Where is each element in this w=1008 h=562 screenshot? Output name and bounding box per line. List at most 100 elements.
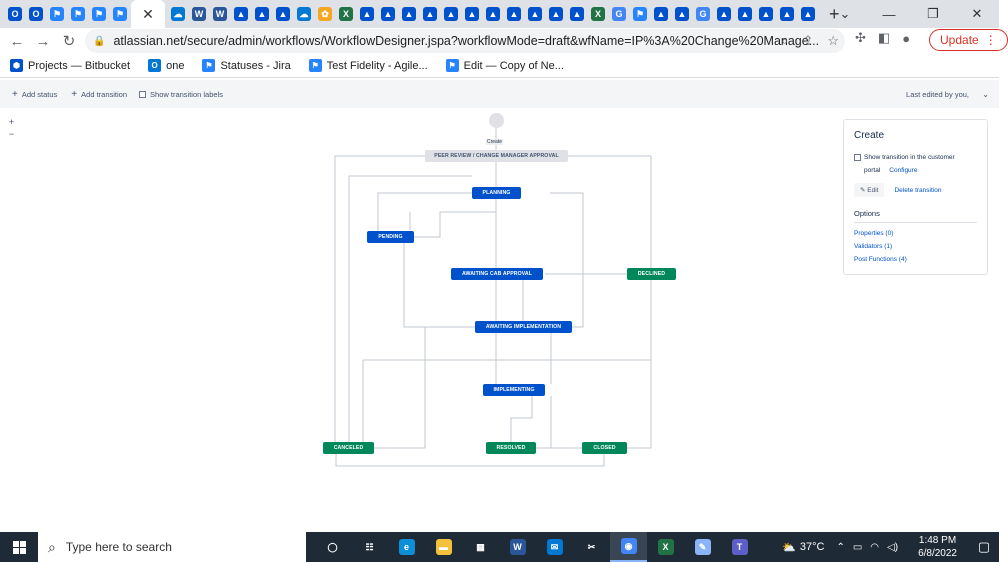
chrome-taskbar-icon[interactable]: ◉ [610, 532, 647, 562]
tab-search-icon[interactable]: ⌄ [839, 6, 851, 21]
tab-jira-icon[interactable]: ⚑ [47, 3, 67, 25]
tab-atlassian-icon[interactable]: ▲ [420, 3, 440, 25]
tab-jira-icon[interactable]: ⚑ [89, 3, 109, 25]
tab-jira-icon[interactable]: ⚑ [630, 3, 650, 25]
share-icon[interactable]: ⇪ [802, 33, 814, 48]
edge-taskbar-icon[interactable]: e [388, 532, 425, 562]
customer-portal-option[interactable]: Show transition in the customer [854, 151, 977, 164]
tab-atlassian-icon[interactable]: ▲ [756, 3, 776, 25]
delete-transition-link[interactable]: Delete transition [894, 186, 942, 194]
bookmark-star-icon[interactable]: ☆ [827, 33, 839, 48]
minimize-button[interactable]: — [882, 6, 896, 22]
status-closed[interactable]: CLOSED [582, 442, 627, 454]
tab-atlassian-icon[interactable]: ▲ [651, 3, 671, 25]
active-tab[interactable]: ✕ [131, 0, 165, 28]
widgets-taskbar-icon[interactable]: ☷ [365, 541, 374, 552]
checkbox[interactable] [854, 154, 861, 161]
close-tab-icon[interactable]: ✕ [142, 5, 154, 22]
tab-onedrive-icon[interactable]: ☁ [294, 3, 314, 25]
volume-icon[interactable]: ◁) [887, 541, 899, 553]
tray-chevron-icon[interactable]: ⌃ [836, 541, 845, 553]
status-awaiting-cab-approval[interactable]: AWAITING CAB APPROVAL [451, 268, 543, 280]
status-implementing[interactable]: IMPLEMENTING [483, 384, 545, 396]
tab-jira-icon[interactable]: ⚑ [110, 3, 130, 25]
back-arrow-icon[interactable]: ← [9, 32, 25, 50]
profile-icon[interactable]: ● [902, 30, 911, 46]
tab-atlassian-icon[interactable]: ▲ [273, 3, 293, 25]
tab-atlassian-icon[interactable]: ▲ [798, 3, 818, 25]
tab-circle-icon[interactable]: O [26, 3, 46, 25]
tab-onedrive-icon[interactable]: ☁ [168, 3, 188, 25]
snipping-taskbar-icon[interactable]: ✂ [587, 541, 596, 552]
tab-excel-icon[interactable]: X [336, 3, 356, 25]
tab-plugin-icon[interactable]: ✿ [315, 3, 335, 25]
taskbar-search[interactable]: ⌕ Type here to search [38, 532, 306, 562]
close-window-button[interactable]: ✕ [971, 6, 983, 21]
bookmark-item[interactable]: ⬢Projects — Bitbucket [10, 59, 130, 72]
checkbox[interactable] [139, 90, 147, 98]
tab-excel-icon[interactable]: X [588, 3, 608, 25]
mail-taskbar-icon[interactable]: ✉ [536, 532, 573, 562]
zoom-in-button[interactable]: + [8, 117, 15, 127]
tab-atlassian-icon[interactable]: ▲ [714, 3, 734, 25]
start-node[interactable] [489, 113, 504, 128]
status-peer-review[interactable]: PEER REVIEW / CHANGE MANAGER APPROVAL [425, 150, 568, 162]
tab-atlassian-icon[interactable]: ▲ [735, 3, 755, 25]
status-pending[interactable]: PENDING [367, 231, 414, 243]
status-awaiting-implementation[interactable]: AWAITING IMPLEMENTATION [475, 321, 572, 333]
clock[interactable]: 1:48 PM 6/8/2022 [918, 534, 957, 560]
extensions-icon[interactable]: ✣ [855, 30, 866, 45]
restore-button[interactable]: ❐ [927, 6, 939, 21]
battery-icon[interactable]: ▭ [852, 541, 863, 553]
reload-icon[interactable]: ↻ [62, 33, 76, 50]
tab-atlassian-icon[interactable]: ▲ [672, 3, 692, 25]
zoom-out-button[interactable]: − [8, 129, 15, 139]
show-transition-labels-toggle[interactable]: Show transition labels [139, 90, 223, 99]
url-text[interactable]: atlassian.net/secure/admin/workflows/Wor… [113, 34, 820, 48]
tab-atlassian-icon[interactable]: ▲ [378, 3, 398, 25]
bookmark-item[interactable]: ⚑Statuses - Jira [202, 59, 291, 72]
tab-word-icon[interactable]: W [210, 3, 230, 25]
task-view-taskbar-icon[interactable]: ◯ [327, 541, 338, 552]
edit-button[interactable]: ✎ Edit [854, 183, 885, 197]
collapse-chevron-icon[interactable]: ⌄ [982, 89, 989, 99]
update-button[interactable]: Update ⋮ [929, 29, 1008, 51]
store-taskbar-icon[interactable]: ▦ [476, 541, 485, 552]
add-transition-button[interactable]: + Add transition [71, 89, 127, 100]
tab-atlassian-icon[interactable]: ▲ [546, 3, 566, 25]
side-panel-icon[interactable]: ◧ [877, 30, 891, 45]
tab-atlassian-icon[interactable]: ▲ [231, 3, 251, 25]
tab-atlassian-icon[interactable]: ▲ [441, 3, 461, 25]
zoom-search-icon[interactable]: ⌕ [781, 33, 789, 48]
tab-google-icon[interactable]: G [693, 3, 713, 25]
wifi-icon[interactable]: ◠ [870, 541, 880, 553]
post-functions-link[interactable]: Post Functions (4) [854, 256, 907, 263]
excel-taskbar-icon[interactable]: X [647, 532, 684, 562]
notifications-icon[interactable]: ▢ [977, 539, 991, 554]
status-planning[interactable]: PLANNING [472, 187, 521, 199]
teams-taskbar-icon[interactable]: T [721, 532, 758, 562]
properties-link[interactable]: Properties (0) [854, 230, 894, 237]
start-button[interactable] [0, 532, 38, 562]
file-explorer-taskbar-icon[interactable]: ▬ [425, 532, 462, 562]
add-status-button[interactable]: + Add status [12, 89, 57, 100]
tab-word-icon[interactable]: W [189, 3, 209, 25]
tab-atlassian-icon[interactable]: ▲ [462, 3, 482, 25]
weather-widget[interactable]: ⛅37°C [782, 541, 824, 554]
tab-atlassian-icon[interactable]: ▲ [357, 3, 377, 25]
validators-link[interactable]: Validators (1) [854, 243, 893, 250]
tab-google-icon[interactable]: G [609, 3, 629, 25]
tab-atlassian-icon[interactable]: ▲ [399, 3, 419, 25]
create-transition-label[interactable]: Create [486, 139, 504, 145]
bookmark-item[interactable]: ⚑Test Fidelity - Agile... [308, 59, 428, 72]
workflow-canvas[interactable] [0, 108, 999, 530]
tab-atlassian-icon[interactable]: ▲ [525, 3, 545, 25]
word-taskbar-icon[interactable]: W [499, 532, 536, 562]
lock-icon[interactable]: 🔒 [93, 35, 106, 47]
status-canceled[interactable]: CANCELED [323, 442, 374, 454]
address-bar[interactable]: 🔒 atlassian.net/secure/admin/workflows/W… [85, 29, 845, 53]
notepad-taskbar-icon[interactable]: ✎ [684, 532, 721, 562]
tab-atlassian-icon[interactable]: ▲ [504, 3, 524, 25]
tab-atlassian-icon[interactable]: ▲ [567, 3, 587, 25]
